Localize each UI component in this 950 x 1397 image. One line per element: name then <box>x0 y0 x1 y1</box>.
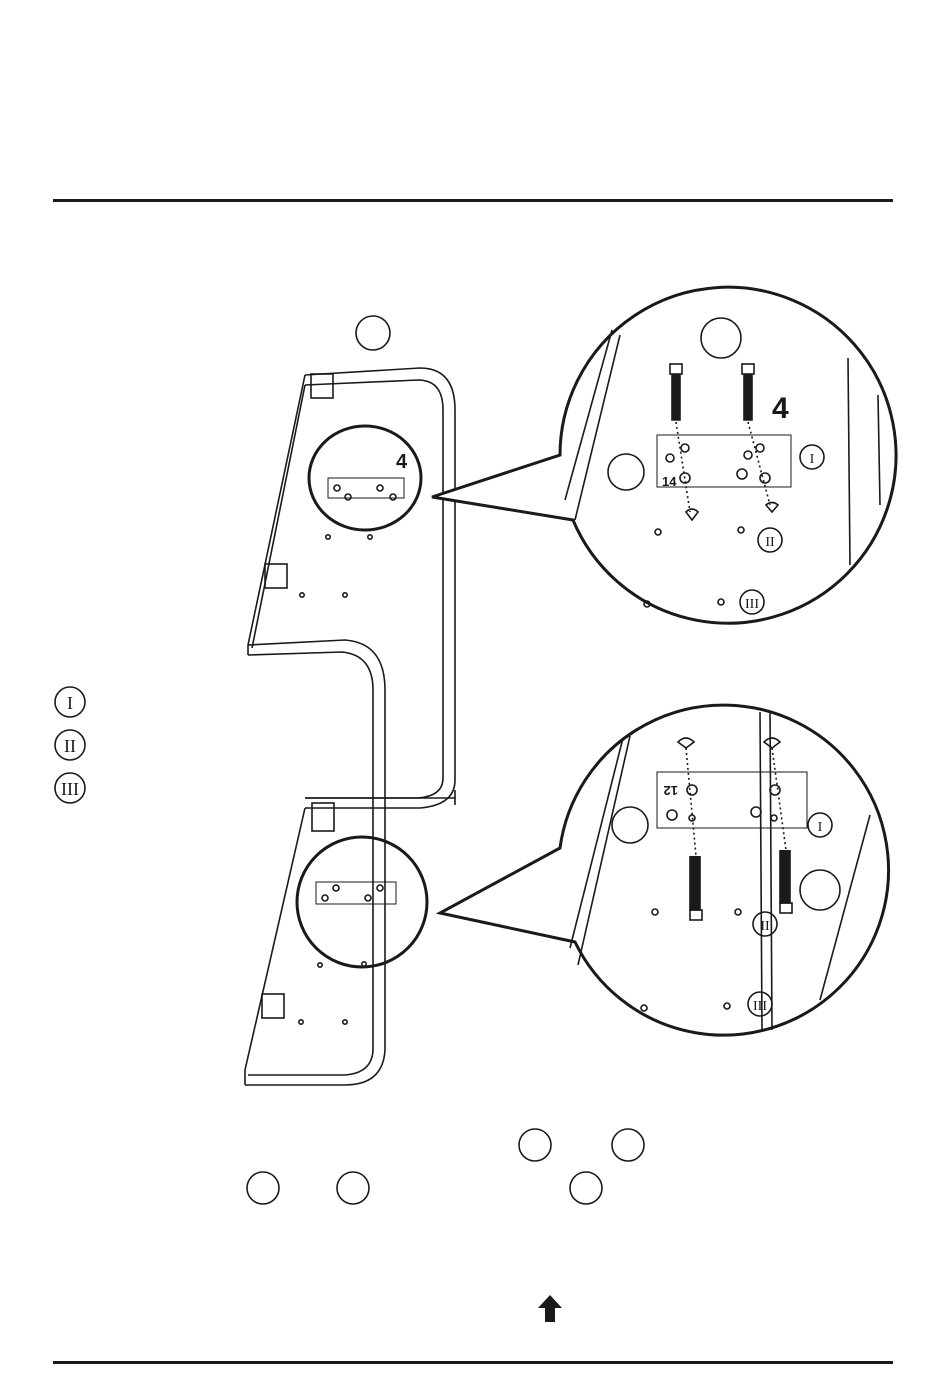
upper-inset-magnifier <box>309 426 421 530</box>
detail-row-label-2: II <box>760 919 770 934</box>
lower-detail-bubble <box>440 705 889 1035</box>
upper-part-marking: 14 <box>662 474 677 489</box>
lower-part-marking: 12 <box>664 783 678 798</box>
side-panel <box>245 368 455 1085</box>
detail-row-label-3: III <box>745 597 759 612</box>
legend-row-3: III <box>61 779 79 799</box>
legend-row-2: II <box>64 736 76 756</box>
detail-row-label-1: I <box>818 820 823 835</box>
part-ref-circle <box>356 316 390 350</box>
upper-inset-count: 4 <box>396 451 408 473</box>
lower-inset-magnifier <box>297 837 427 967</box>
legend-row-1: I <box>67 693 73 713</box>
detail-row-label-3: III <box>753 999 767 1014</box>
part-ref-circle <box>337 1172 369 1204</box>
corner-bracket <box>311 374 333 398</box>
part-ref-circle <box>612 1129 644 1161</box>
part-ref-circle <box>519 1129 551 1161</box>
upper-detail-bubble <box>432 287 896 623</box>
up-arrow-icon <box>538 1295 562 1322</box>
part-ref-circle <box>247 1172 279 1204</box>
upper-detail-count: 4 <box>772 392 789 425</box>
detail-row-label-1: I <box>810 452 815 467</box>
corner-bracket <box>262 994 284 1018</box>
detail-row-label-2: II <box>765 535 775 550</box>
part-ref-circle <box>570 1172 602 1204</box>
